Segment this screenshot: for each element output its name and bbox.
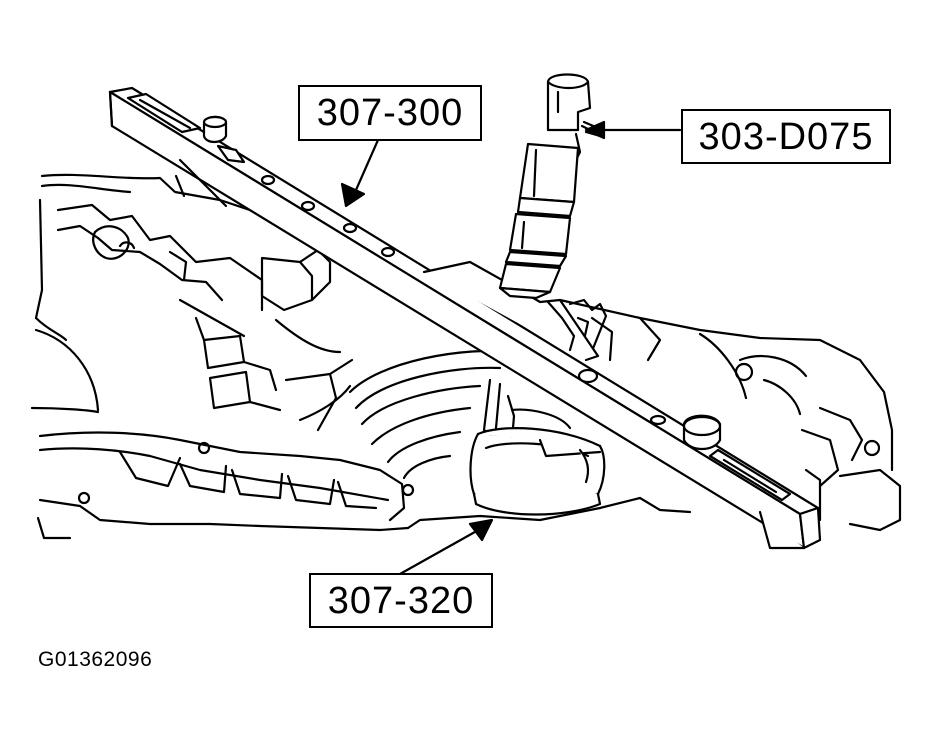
- callout-tool-307-300: 307-300: [298, 85, 482, 141]
- callout-tool-303-d075: 303-D075: [681, 109, 891, 164]
- bridge-bar-tool: [108, 86, 822, 550]
- adapter-tool: [469, 378, 606, 516]
- figure-id: G01362096: [38, 648, 153, 671]
- leader-line-tool-b: [584, 120, 682, 140]
- transmission-case: [30, 173, 902, 540]
- slide-hammer-tool: [498, 73, 602, 300]
- leader-line-tool-a: [340, 138, 380, 208]
- callout-tool-307-320: 307-320: [309, 573, 493, 628]
- leader-line-tool-c: [398, 518, 494, 576]
